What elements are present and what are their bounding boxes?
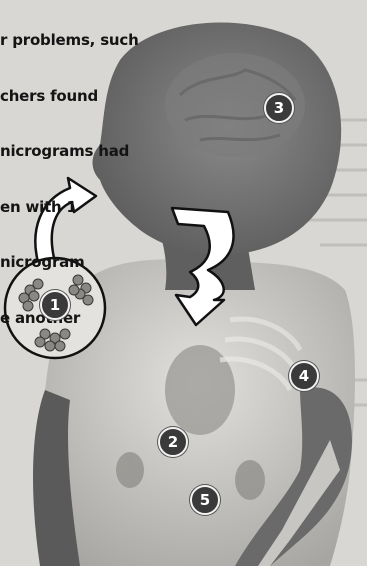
marker-badge-3: 3	[264, 93, 294, 123]
caption-text-block: r problems, such chers found nicrograms …	[0, 0, 150, 364]
marker-badge-4: 4	[289, 361, 319, 391]
caption-line: chers found	[0, 87, 150, 106]
caption-line: en with 1	[0, 198, 150, 217]
marker-badge-2: 2	[158, 427, 188, 457]
caption-line: nicrogram	[0, 253, 150, 272]
caption-line: e another	[0, 309, 150, 328]
marker-badge-1: 1	[40, 290, 70, 320]
marker-badge-5: 5	[190, 485, 220, 515]
caption-line: r problems, such	[0, 31, 150, 50]
caption-line: nicrograms had	[0, 142, 150, 161]
